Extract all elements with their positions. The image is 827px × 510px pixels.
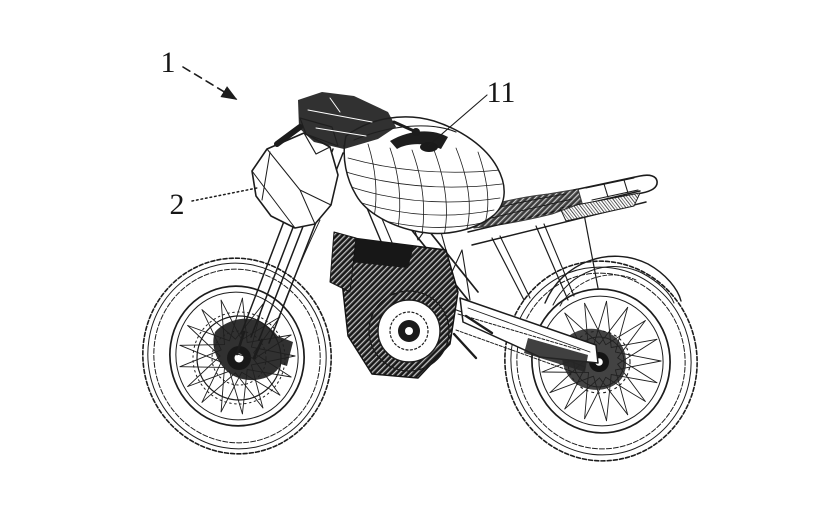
footpeg-bracket bbox=[452, 314, 494, 360]
tail-rack bbox=[559, 174, 658, 222]
right-bar-end bbox=[392, 120, 416, 133]
label-1-leader-arrow bbox=[182, 66, 238, 100]
radiator bbox=[329, 231, 357, 293]
reference-numeral-2: 2 bbox=[170, 188, 185, 221]
reference-label-2: 2 bbox=[170, 187, 258, 221]
reference-label-1: 1 bbox=[161, 46, 238, 100]
handlebar-cockpit bbox=[274, 92, 420, 149]
engine bbox=[329, 231, 494, 379]
reference-label-11: 11 bbox=[427, 76, 516, 147]
chain-guard bbox=[524, 338, 588, 372]
clutch-cover bbox=[368, 290, 450, 372]
fuel-tank-cap bbox=[420, 142, 438, 152]
fuel-tank bbox=[343, 116, 505, 235]
tank-mesh-shading bbox=[345, 143, 503, 234]
label-11-leader-line bbox=[427, 94, 488, 147]
label-2-leader-line bbox=[191, 187, 258, 202]
front-wheel bbox=[142, 257, 332, 455]
swingarm bbox=[455, 297, 599, 374]
front-brake-line bbox=[271, 219, 321, 337]
motorcycle-drawing: 1 2 11 bbox=[142, 46, 698, 462]
cylinder-head bbox=[350, 238, 414, 268]
rear-wheel bbox=[504, 260, 698, 462]
tail-underbody bbox=[559, 192, 641, 222]
reference-numeral-11: 11 bbox=[487, 76, 516, 109]
reference-numeral-1: 1 bbox=[161, 46, 176, 79]
left-handlebar-grip bbox=[274, 124, 303, 147]
rear-fender bbox=[544, 255, 682, 307]
